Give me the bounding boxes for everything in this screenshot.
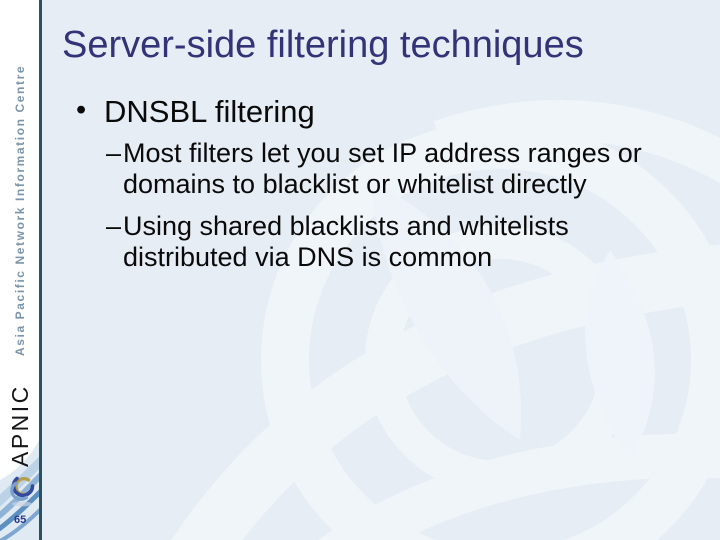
bullet-marker: • [76,94,87,126]
sub-bullet-item: – Using shared blacklists and whitelists… [106,211,642,273]
sidebar: Asia Pacific Network Information Centre … [0,0,39,540]
sub-bullet-line: Using shared blacklists and whitelists [123,211,569,241]
apnic-swirl-watermark-icon [171,100,720,540]
slide-title: Server-side filtering techniques [62,24,584,66]
apnic-wordmark: APNIC [7,384,33,467]
sub-bullet-item: – Most filters let you set IP address ra… [106,138,642,200]
sidebar-vertical-text: Asia Pacific Network Information Centre [13,64,27,356]
sub-bullet-marker: – [106,211,122,241]
apnic-logo-icon [10,476,35,507]
sub-bullet-line: domains to blacklist or whitelist direct… [123,169,587,199]
sub-bullet-lines: Using shared blacklists and whitelists d… [123,211,569,273]
sub-bullet-marker: – [106,138,122,168]
content-area: Server-side filtering techniques • DNSBL… [42,0,720,540]
sub-bullet-lines: Most filters let you set IP address rang… [123,138,642,200]
bullet-text: DNSBL filtering [104,94,315,129]
bullet-item: • DNSBL filtering [76,94,315,130]
page-number: 65 [14,514,27,526]
sub-bullet-line: Most filters let you set IP address rang… [123,138,642,168]
sub-bullet-list: – Most filters let you set IP address ra… [106,138,642,284]
divider-line [39,0,42,540]
sub-bullet-line: distributed via DNS is common [123,242,493,272]
